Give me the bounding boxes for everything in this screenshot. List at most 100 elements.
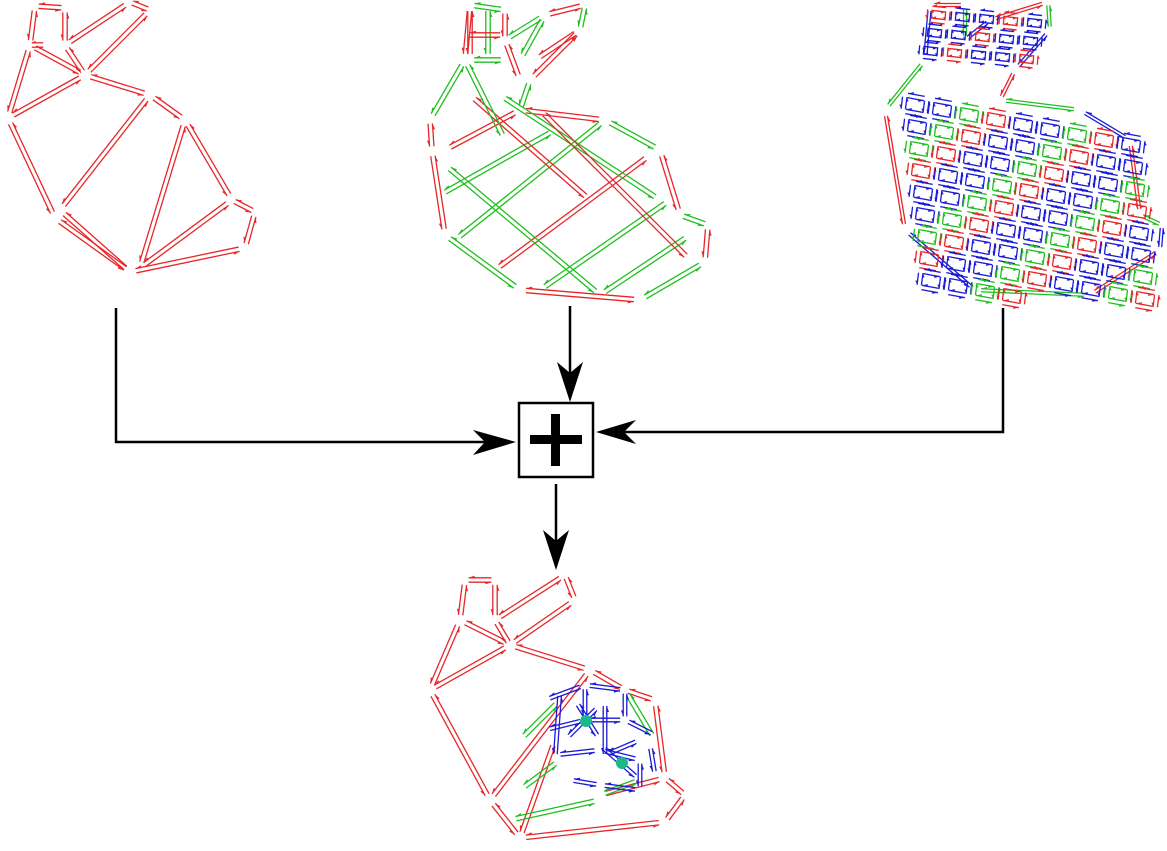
half-edge-arrowhead — [67, 12, 70, 19]
half-edge-arrowhead — [1029, 128, 1032, 133]
half-edge-arrowhead — [629, 694, 635, 700]
half-edge-arrowhead — [995, 12, 1002, 17]
half-edge-arrowhead — [992, 251, 995, 256]
half-edge-arrowhead — [989, 145, 995, 148]
half-edge-arrowhead — [501, 637, 507, 644]
half-edge-arrowhead — [695, 266, 701, 272]
half-edge-arrowhead — [1123, 232, 1126, 237]
half-edge-arrowhead — [588, 752, 595, 756]
half-edge-arrowhead — [91, 74, 98, 77]
half-edge-arrowhead — [1036, 151, 1039, 156]
half-edge-arrowhead — [1068, 138, 1074, 141]
half-edge — [998, 15, 1001, 25]
half-edge-arrowhead — [1043, 117, 1049, 120]
half-edge-arrowhead — [997, 195, 1003, 198]
half-edge-arrowhead — [498, 621, 504, 628]
half-edge-arrowhead — [993, 189, 999, 192]
half-edge — [986, 123, 1004, 128]
half-edge-arrowhead — [940, 263, 943, 268]
half-edge-arrowhead — [1119, 266, 1125, 269]
half-edge-arrowhead — [1076, 226, 1082, 229]
half-edge-arrowhead — [597, 125, 602, 131]
half-edge-arrowhead — [1075, 288, 1078, 293]
half-edge-arrowhead — [1148, 293, 1154, 296]
half-edge — [1125, 192, 1143, 197]
half-edge-arrowhead — [1126, 181, 1129, 186]
arrowhead-right — [473, 430, 516, 455]
combined-mesh-panel — [429, 575, 685, 841]
half-edge-arrowhead — [941, 201, 947, 204]
half-edge-arrowhead — [945, 207, 951, 210]
half-edge-arrowhead — [1004, 53, 1010, 56]
half-edge-arrowhead — [1084, 276, 1090, 279]
half-edge-arrowhead — [923, 52, 929, 55]
half-edge-arrowhead — [984, 241, 990, 244]
half-edge — [1096, 262, 1100, 275]
half-edge-arrowhead — [1007, 202, 1013, 205]
half-edge — [429, 624, 457, 684]
half-edge — [609, 742, 637, 756]
half-edge-arrowhead — [1013, 190, 1016, 195]
half-edge — [430, 63, 461, 115]
half-edge — [443, 130, 550, 191]
half-edge-arrowhead — [497, 584, 500, 591]
half-edge — [1081, 259, 1099, 264]
half-edge-arrowhead — [1151, 302, 1154, 307]
half-edge-arrowhead — [644, 290, 650, 296]
half-edge — [1023, 205, 1041, 210]
half-edge — [887, 63, 921, 105]
half-edge — [659, 156, 677, 211]
half-edge — [1127, 181, 1145, 186]
half-edge-arrowhead — [451, 236, 458, 241]
half-edge-arrowhead — [38, 2, 45, 5]
half-edge-arrowhead — [908, 130, 914, 133]
half-edge-arrowhead — [945, 104, 951, 107]
half-edge-arrowhead — [1020, 48, 1026, 51]
half-edge-arrowhead — [435, 155, 439, 162]
highlighted-vertex — [580, 715, 592, 727]
half-edge-arrowhead — [1008, 35, 1014, 38]
half-edge — [1046, 161, 1064, 166]
half-edge — [516, 644, 586, 667]
half-edge-arrowhead — [1095, 270, 1098, 275]
half-edge — [996, 15, 999, 25]
half-edge-arrowhead — [929, 196, 932, 201]
half-edge-arrowhead — [1124, 170, 1130, 173]
half-edge-arrowhead — [947, 54, 953, 57]
half-edge — [524, 20, 545, 57]
half-edge — [58, 222, 125, 271]
half-edge-arrowhead — [465, 48, 468, 54]
half-edge-arrowhead — [1030, 163, 1036, 166]
half-edge — [540, 34, 577, 60]
half-edge-arrowhead — [945, 234, 948, 239]
half-edge-arrowhead — [1065, 294, 1071, 297]
half-edge-arrowhead — [684, 214, 691, 217]
half-edge-arrowhead — [1097, 154, 1100, 159]
half-edge-arrowhead — [1114, 187, 1117, 192]
half-edge — [606, 781, 660, 797]
half-edge-arrowhead — [1003, 288, 1006, 293]
half-edge-arrowhead — [995, 211, 1001, 214]
half-edge — [999, 41, 1014, 45]
half-edge-arrowhead — [140, 9, 147, 12]
half-edge-arrowhead — [627, 301, 634, 304]
half-edge-arrowhead — [1019, 60, 1025, 63]
half-edge-arrowhead — [1043, 144, 1046, 149]
half-edge-arrowhead — [31, 40, 36, 43]
half-edge — [926, 9, 929, 19]
half-edge-arrowhead — [1129, 298, 1132, 303]
half-edge — [545, 204, 667, 289]
half-edge — [491, 805, 516, 836]
half-edge-arrowhead — [964, 151, 967, 156]
half-edge — [1094, 240, 1098, 253]
half-edge — [1104, 215, 1122, 220]
half-edge-arrowhead — [469, 64, 475, 70]
half-edge-arrowhead — [1055, 249, 1061, 252]
half-edge — [457, 584, 463, 616]
half-edge-arrowhead — [931, 59, 937, 62]
half-edge — [657, 705, 668, 772]
half-edge — [1135, 302, 1153, 307]
half-edge — [1102, 231, 1120, 236]
half-edge-arrowhead — [991, 167, 997, 170]
half-edge-arrowhead — [494, 62, 501, 65]
